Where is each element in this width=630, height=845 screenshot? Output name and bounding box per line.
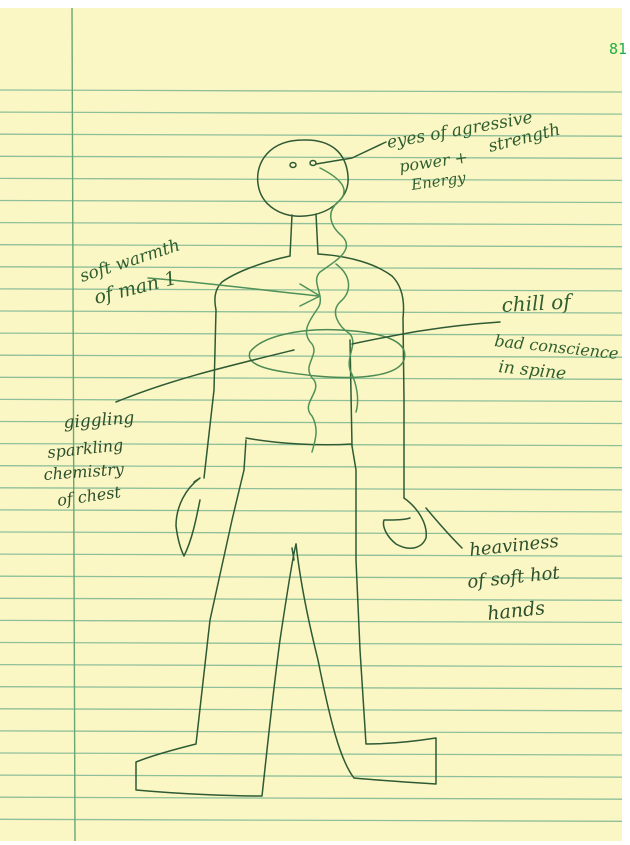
page-number: 81 bbox=[609, 40, 627, 58]
annotation-chill-line-1: chill of bbox=[501, 289, 575, 317]
